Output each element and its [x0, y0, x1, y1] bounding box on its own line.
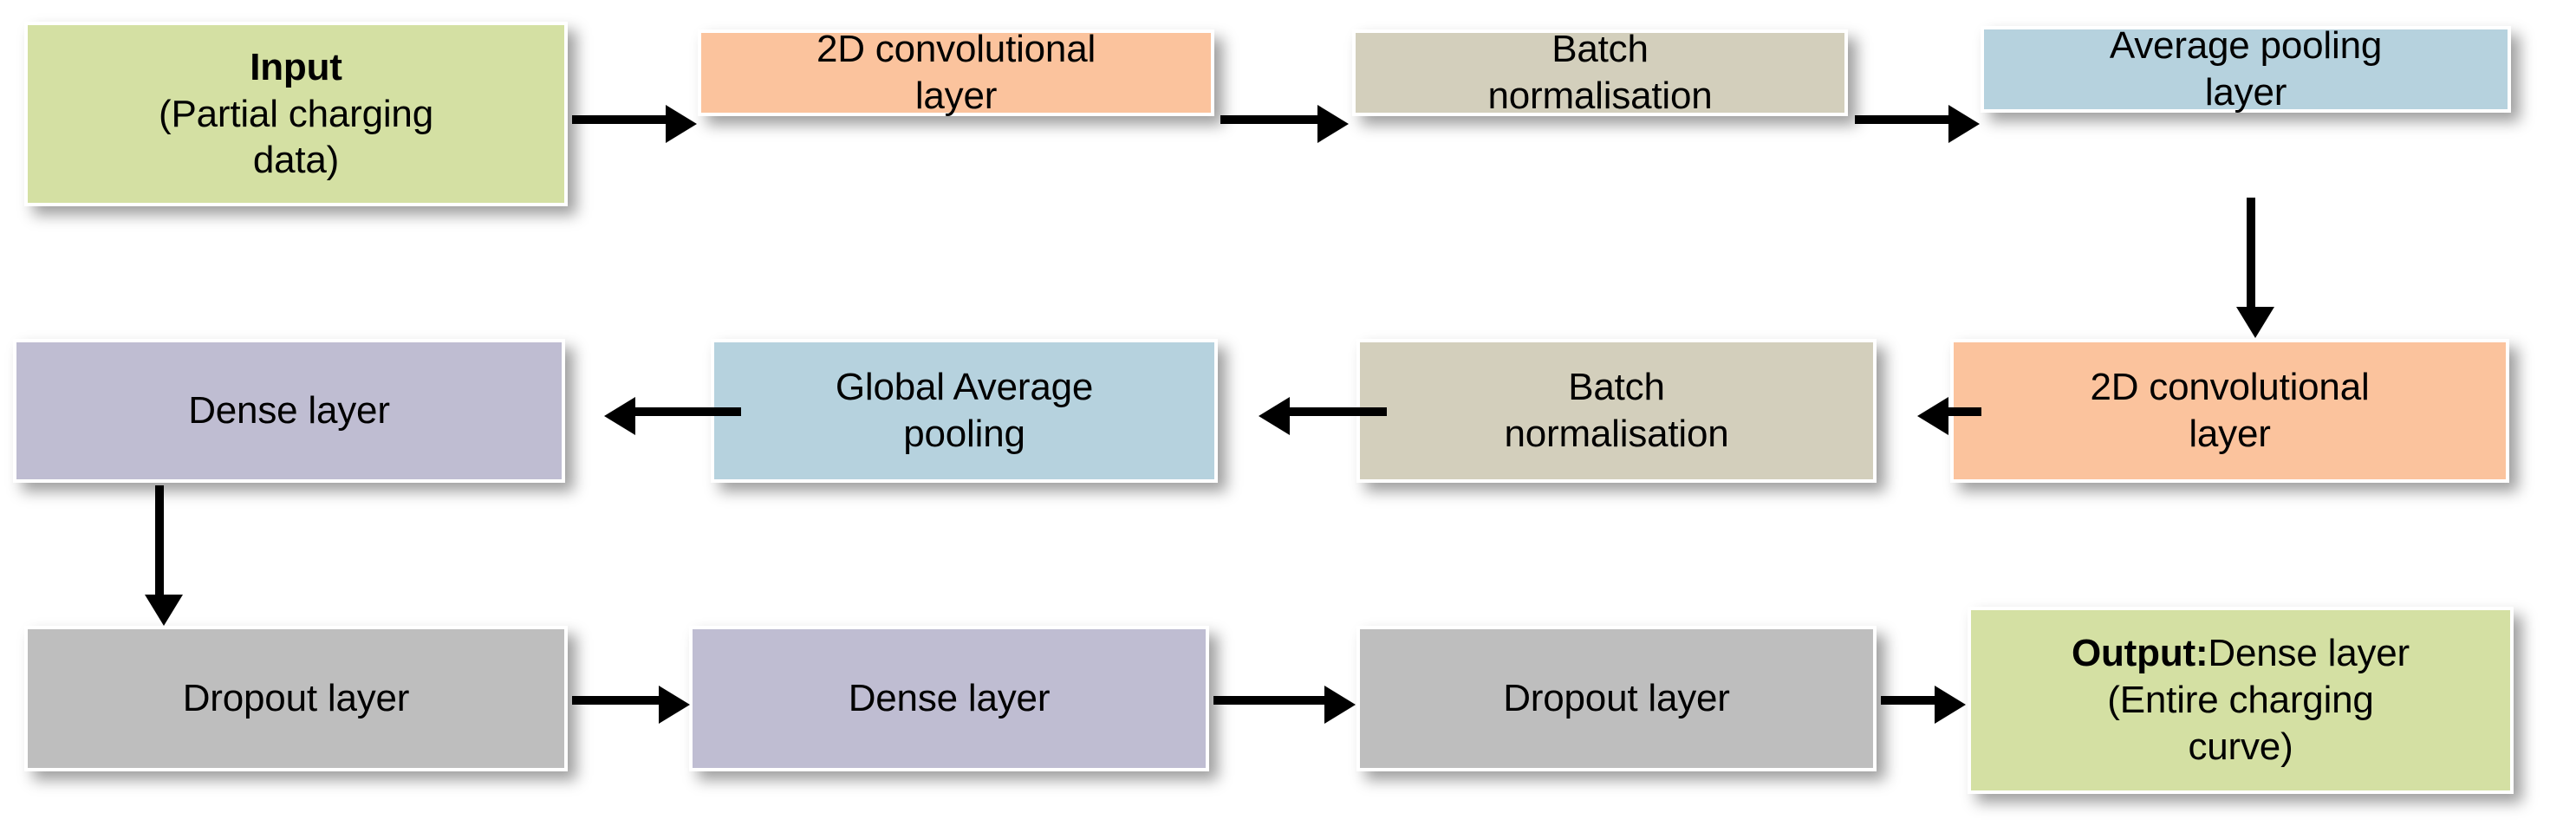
conv-layer-2-node-line-1: layer — [2189, 413, 2271, 455]
batch-norm-1-node-line-0: Batch — [1551, 28, 1649, 71]
input-node-line-0: Input — [250, 45, 342, 88]
dense-layer-2-node-label: Dense layer — [701, 675, 1197, 722]
output-node-line-0: Output:Dense layer — [2071, 632, 2410, 675]
input-node-line-1: (Partial charging — [159, 92, 433, 135]
arrow-bn1-to-avgpool — [1855, 105, 1980, 143]
dropout-layer-1-node-line-0: Dropout layer — [182, 677, 410, 720]
dense-layer-1-node-label: Dense layer — [25, 387, 553, 434]
arrow-input-to-conv1 — [572, 105, 697, 143]
average-pooling-node-line-0: Average pooling — [2109, 24, 2383, 68]
input-node-line-2: data) — [252, 139, 340, 182]
conv-layer-1-node-line-1: layer — [914, 75, 998, 117]
dropout-layer-1-node-label: Dropout layer — [36, 675, 556, 722]
dense-layer-1-node[interactable]: Dense layer — [13, 339, 565, 483]
arrow-dense1-to-dropout1 — [145, 485, 183, 626]
arrow-dropout2-to-output — [1881, 686, 1966, 724]
arrow-dropout1-to-dense2 — [572, 686, 690, 724]
conv-layer-2-node-line-0: 2D convolutional — [2090, 366, 2370, 409]
arrow-gap-to-dense1 — [604, 397, 741, 435]
arrow-dense2-to-dropout2 — [1213, 686, 1356, 724]
dropout-layer-2-node[interactable]: Dropout layer — [1356, 626, 1877, 771]
dense-layer-2-node-line-0: Dense layer — [848, 677, 1051, 720]
global-average-pooling-node-line-1: pooling — [903, 413, 1025, 455]
average-pooling-node-line-1: layer — [2204, 71, 2287, 114]
arrow-avgpool-to-conv2 — [2236, 198, 2274, 338]
output-node-line-2: curve) — [2188, 725, 2293, 768]
conv-layer-1-node-line-0: 2D convolutional — [816, 28, 1096, 71]
dropout-layer-2-node-label: Dropout layer — [1369, 675, 1864, 722]
arrow-bn2-to-gap — [1259, 397, 1387, 435]
dense-layer-1-node-line-0: Dense layer — [188, 389, 390, 433]
batch-norm-1-node-line-1: normalisation — [1487, 75, 1713, 117]
output-node-line-1: (Entire charging — [2107, 679, 2374, 722]
dense-layer-2-node[interactable]: Dense layer — [689, 626, 1209, 771]
dropout-layer-1-node[interactable]: Dropout layer — [24, 626, 568, 771]
global-average-pooling-node-line-0: Global Average — [835, 366, 1094, 409]
batch-norm-2-node-line-1: normalisation — [1504, 413, 1729, 455]
arrow-conv2-to-bn2 — [1917, 397, 1981, 435]
batch-norm-2-node-line-0: Batch — [1568, 366, 1665, 409]
arrow-conv1-to-bn1 — [1220, 105, 1349, 143]
dropout-layer-2-node-line-0: Dropout layer — [1503, 677, 1730, 720]
